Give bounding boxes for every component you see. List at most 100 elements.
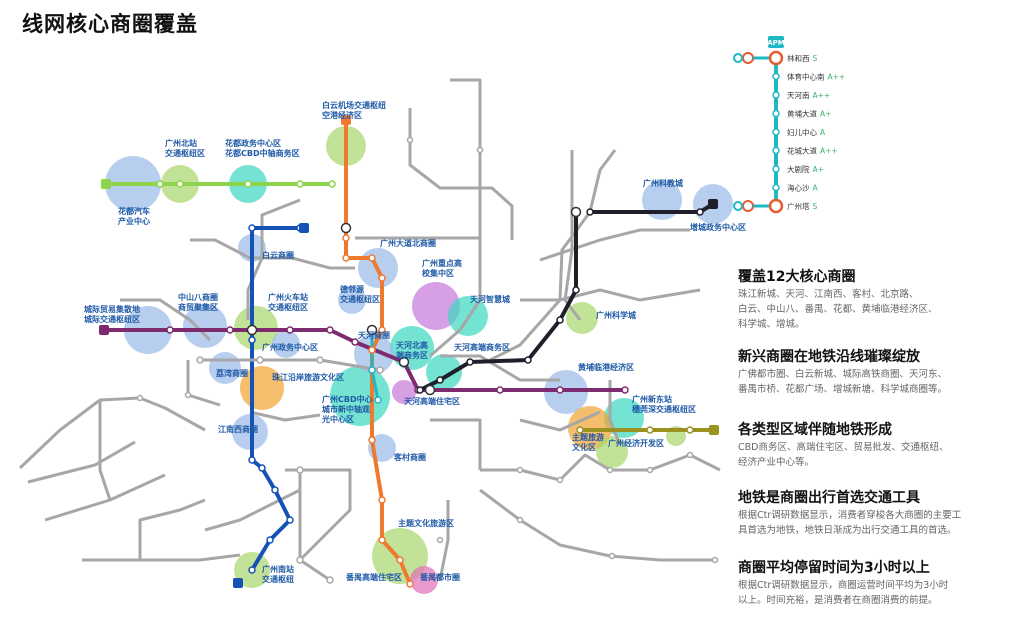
- zone-label-18: 天河商圈: [358, 330, 390, 340]
- grey-line-4: [246, 198, 301, 320]
- zone-label-20: 江南西商圈: [218, 424, 258, 434]
- zone-circle-8: [183, 304, 227, 348]
- zone-label-16: 珠江沿岸旅游文化区: [272, 372, 344, 382]
- zone-label-26: 广州科教城: [643, 178, 683, 188]
- apm-station-grade-4: A: [820, 128, 826, 137]
- grey-line-21: [563, 150, 582, 321]
- grey-line-24: [98, 400, 112, 501]
- section-body-3: CBD商务区、高端住宅区、贸易批发、交通枢纽、 经济产业中心等。: [738, 442, 949, 468]
- green-line-station-4: [296, 180, 304, 188]
- teal-line-station-2: [374, 396, 382, 404]
- line-badge-1: [99, 325, 109, 335]
- blue-line-station-3: [248, 456, 256, 464]
- grey-line-south-station-1: [296, 556, 304, 564]
- purple-line-station-10: [621, 386, 629, 394]
- zone-label-0: 花都汽车产业中心: [118, 206, 150, 226]
- zone-circle-6: [412, 282, 460, 330]
- zone-circle-31: [410, 566, 438, 594]
- grey-line-9: [520, 288, 701, 302]
- grey-station-1: [184, 391, 192, 399]
- orange-line-station-8: [378, 496, 386, 504]
- grey-line-south-station-0: [296, 466, 304, 474]
- apm-station-8: [768, 198, 784, 214]
- grey-station-2: [406, 136, 414, 144]
- zone-label-7: 城际贸易集散地城际交通枢纽区: [84, 304, 140, 324]
- zone-circle-10: [338, 286, 366, 314]
- apm-badge-text: APM: [767, 39, 785, 47]
- black-line-2-station-5: [436, 376, 444, 384]
- olive-line-station-1: [646, 426, 654, 434]
- blue-line-station-6: [286, 516, 294, 524]
- grey-line-14: [204, 488, 301, 532]
- zone-label-15: 荔湾商圈: [215, 368, 248, 378]
- grey-line-23: [249, 410, 321, 422]
- black-line-station-0: [586, 208, 594, 216]
- interchange-0: [340, 222, 352, 234]
- apm-station-3: [772, 109, 780, 118]
- section-body-5: 根据Ctr调研数据显示，商圈运营时间平均为3小时 以上。时间充裕，是消费者在商圈…: [738, 580, 949, 606]
- grey-line-center-station-0: [196, 356, 204, 364]
- grey-line-center-station-2: [316, 356, 324, 364]
- section-heading-1: 覆盖12大核心商圈: [738, 269, 856, 285]
- zone-label-21: 客村商圈: [393, 452, 426, 462]
- purple-line-station-9: [556, 386, 564, 394]
- interchange-5: [424, 384, 436, 396]
- line-badge-4: [708, 199, 718, 209]
- zone-label-19: 天河高端住宅区: [404, 396, 460, 406]
- purple-line-station-2: [226, 326, 234, 334]
- line-badge-0: [101, 179, 111, 189]
- grey-line-south: [298, 468, 332, 582]
- blue-line-station-8: [248, 566, 256, 574]
- interchange-3: [398, 356, 410, 368]
- zone-label-28: 广州科学城: [596, 310, 636, 320]
- line-badge-2: [299, 223, 309, 233]
- zone-circle-12: [272, 330, 300, 358]
- blue-line-station-7: [266, 536, 274, 544]
- section-body-4: 根据Ctr调研数据显示，消费者穿梭各大商圈的主要工 具首选为地铁，地铁日渐成为出…: [738, 510, 962, 536]
- zone-label-14: 天河高端商务区: [454, 342, 510, 352]
- zone-label-6: 广州重点高校集中区: [422, 258, 462, 278]
- section-heading-3: 各类型区域伴随地铁形成: [738, 422, 892, 438]
- zone-label-29: 广州南站交通枢纽: [262, 564, 294, 584]
- zone-label-5: 白云商圈: [262, 250, 294, 260]
- black-line-2-station-1: [572, 286, 580, 294]
- grey-line-26: [138, 498, 206, 560]
- grey-station-5: [556, 476, 564, 484]
- grey-station-7: [646, 466, 654, 474]
- zone-label-27: 增城政务中心区: [690, 222, 746, 232]
- apm-station-grade-1: A++: [828, 73, 846, 82]
- apm-station-4: [772, 128, 780, 136]
- line-badge-5: [709, 425, 719, 435]
- blue-line-station-2: [248, 336, 256, 344]
- orange-line-station-2: [342, 254, 350, 262]
- zone-label-13: 天河北高端商务区: [396, 340, 428, 360]
- purple-line-station-1: [166, 326, 174, 334]
- orange-line-station-5: [378, 326, 386, 334]
- apm-station-7: [772, 183, 780, 192]
- zone-label-24: 主题旅游文化区: [572, 432, 604, 452]
- apm-transfer-icon-1: [742, 200, 754, 212]
- green-line-station-3: [244, 180, 252, 188]
- section-heading-4: 地铁是商圈出行首选交通工具: [738, 490, 920, 506]
- orange-line-station-4: [378, 274, 386, 282]
- orange-line-station-9: [378, 536, 386, 544]
- apm-station-6: [772, 165, 780, 173]
- olive-line-station-0: [576, 426, 584, 434]
- grey-line-7: [429, 78, 482, 358]
- apm-transfer-icon-0: [742, 52, 754, 64]
- green-line-station-1: [156, 180, 164, 188]
- apm-station-grade-0: S: [813, 54, 818, 63]
- blue-line-station-5: [271, 486, 279, 494]
- zone-labels: 花都汽车产业中心广州北站交通枢纽区花都政务中心区花都CBD中轴商务区白云机场交通…: [84, 100, 746, 584]
- black-line-2-station-3: [524, 356, 532, 364]
- orange-line-station-1: [342, 234, 350, 242]
- section-body-1: 珠江新城、天河、江南西、客村、北京路、 白云、中山八、番禺、花都、黄埔临港经济区…: [738, 289, 938, 330]
- apm-station-grade-6: A+: [813, 165, 824, 174]
- grey-line-3: [190, 238, 355, 270]
- grey-station-6: [606, 466, 614, 474]
- apm-station-grade-8: S: [813, 202, 818, 211]
- apm-station-grade-2: A++: [813, 91, 831, 100]
